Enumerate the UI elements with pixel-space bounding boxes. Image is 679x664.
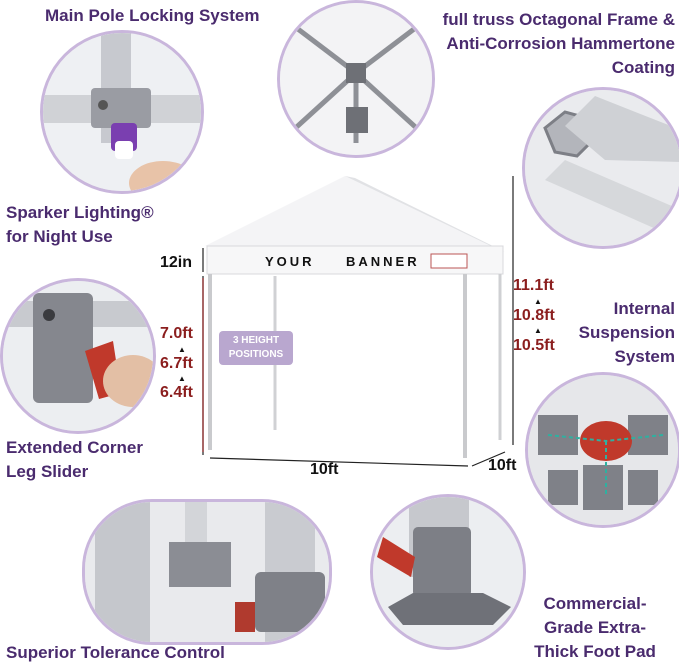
pole-lock-illustration	[43, 33, 201, 191]
corner-slider-illustration	[3, 281, 153, 431]
total-height-mid: 10.8ft	[513, 307, 555, 324]
sparker-lighting-label: Sparker Lighting® for Night Use	[6, 203, 154, 246]
banner-left-word: YOUR	[265, 254, 315, 269]
octagonal-frame-illustration	[525, 90, 679, 246]
leg-height-mid: 6.7ft	[160, 355, 193, 372]
canopy-height-label: 12in	[160, 254, 193, 271]
tolerance-photo	[82, 499, 332, 645]
suspension-photo	[525, 372, 679, 528]
main-pole-locking-label: Main Pole Locking System	[45, 6, 260, 25]
pole-lock-photo	[40, 30, 204, 194]
corner-slider-photo	[0, 278, 156, 434]
foot-pad-illustration	[373, 497, 523, 647]
octagonal-frame-photo	[522, 87, 679, 249]
width-dimension: 10ft	[310, 461, 339, 478]
total-height-up-arrow-2: ▲	[534, 326, 542, 335]
corner-leg-slider-label: Extended Corner Leg Slider	[6, 438, 143, 481]
frame-label-text: full truss Octagonal Frame & Anti-Corros…	[442, 10, 675, 77]
suspension-illustration	[528, 375, 678, 525]
leg-height-up-arrow-2: ▲	[178, 374, 186, 383]
foot-pad-label: Commercial-Grade Extra-Thick Foot Pad	[534, 594, 656, 661]
total-height-up-arrow-1: ▲	[534, 297, 542, 306]
foot-pad-photo	[370, 494, 526, 650]
canopy-tent-drawing	[205, 176, 505, 458]
leg-height-up-arrow-1: ▲	[178, 345, 186, 354]
internal-suspension-label: Internal Suspension System	[578, 299, 675, 366]
tolerance-illustration	[85, 502, 329, 642]
height-positions-badge: 3 HEIGHT POSITIONS	[219, 331, 293, 365]
total-height-low: 10.5ft	[513, 337, 555, 354]
banner-right-word: BANNER	[346, 254, 420, 269]
depth-dimension: 10ft	[488, 457, 517, 474]
frame-top-illustration	[280, 3, 432, 155]
frame-top-photo	[277, 0, 435, 158]
frame-label: full truss Octagonal Frame & Anti-Corros…	[440, 8, 675, 80]
leg-height-high: 7.0ft	[160, 325, 193, 342]
leg-height-low: 6.4ft	[160, 384, 193, 401]
tolerance-control-label: Superior Tolerance Control	[6, 643, 225, 662]
total-height-high: 11.1ft	[513, 277, 554, 294]
